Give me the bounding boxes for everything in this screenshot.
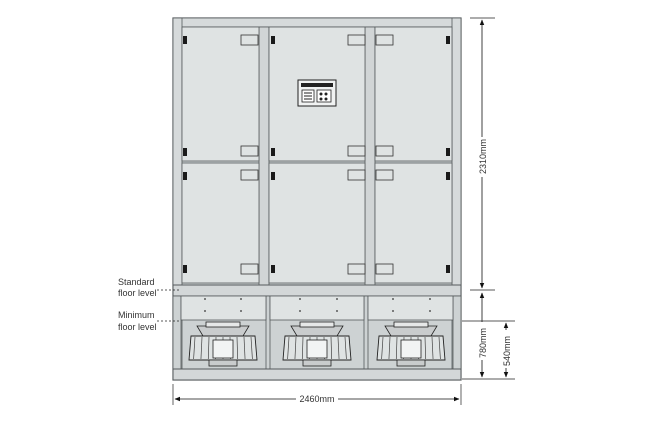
base-bottom-rail [172, 368, 462, 381]
base-mid-post [265, 295, 271, 381]
door-latches [240, 34, 394, 275]
centrifugal-fan-icon [282, 321, 352, 367]
floor-height-dimension-label: 540mm [502, 336, 512, 366]
door-panel-bottom-right [374, 162, 453, 284]
base-mid-post [363, 295, 369, 381]
latch [347, 263, 366, 275]
fan-bay-top [180, 295, 267, 321]
base-height-dimension: 780mm [462, 292, 495, 380]
latch [240, 169, 259, 181]
latch [240, 34, 259, 46]
standard-floor-label-1: Standard [118, 277, 155, 287]
standard-floor-label-2: floor level [118, 288, 157, 298]
door-panel-bottom-middle [268, 162, 366, 284]
door-panels [181, 26, 453, 284]
hinge [271, 36, 275, 44]
centrifugal-fan-icon [188, 321, 258, 367]
latch [240, 145, 259, 157]
fan-bay-top [269, 295, 365, 321]
top-rail [172, 17, 462, 28]
floor-stand [172, 284, 462, 381]
door-panel-top-left [181, 26, 260, 162]
base-right-post [452, 295, 462, 381]
hinge [183, 172, 187, 180]
latch [375, 169, 394, 181]
hinge [271, 148, 275, 156]
latch [347, 34, 366, 46]
floor-plate [172, 284, 462, 297]
control-panel-display-icon [297, 79, 337, 107]
centrifugal-fan-icon [376, 321, 446, 367]
latch [347, 169, 366, 181]
hinge [446, 172, 450, 180]
floor-level-markers: Standard floor level Minimum floor level [118, 277, 181, 332]
latch [375, 263, 394, 275]
width-dimension: 2460mm [172, 384, 462, 405]
minimum-floor-label-1: Minimum [118, 310, 155, 320]
width-dimension-label: 2460mm [299, 394, 334, 404]
hinge [183, 148, 187, 156]
height-dimension-label: 2310mm [478, 139, 488, 174]
hinge [183, 36, 187, 44]
base-left-post [172, 295, 182, 381]
mullion-left [258, 26, 270, 286]
latch [375, 34, 394, 46]
fan-group [188, 321, 446, 367]
base-height-dimension-label: 780mm [478, 328, 488, 358]
floor-height-dimension: 540mm [462, 320, 515, 380]
door-panel-top-right [374, 26, 453, 162]
height-dimension: 2310mm [470, 17, 495, 291]
hinge [446, 36, 450, 44]
door-panel-bottom-left [181, 162, 260, 284]
hinge [271, 172, 275, 180]
hinge [446, 265, 450, 273]
minimum-floor-label-2: floor level [118, 322, 157, 332]
mullion-right [364, 26, 376, 286]
latch [240, 263, 259, 275]
hinge [446, 148, 450, 156]
latch [347, 145, 366, 157]
latch [375, 145, 394, 157]
hinge [271, 265, 275, 273]
hinge [183, 265, 187, 273]
fan-bay-top [367, 295, 454, 321]
